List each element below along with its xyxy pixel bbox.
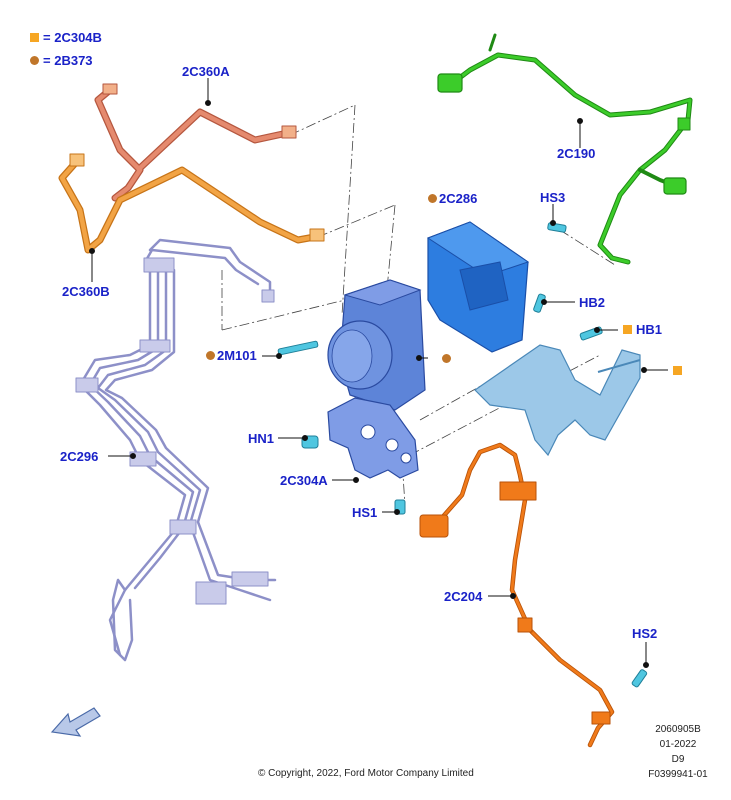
callout-2C286-dot [428,194,437,203]
alignment-lines [221,104,616,506]
legend-equals: = [43,30,51,45]
callout-2C360B: 2C360B [62,284,110,299]
legend-square-swatch [30,33,39,42]
callout-bracket-square [673,366,682,375]
legend-square-entry: = 2C304B [30,30,102,45]
callout-2C296: 2C296 [60,449,99,464]
legend-equals: = [43,53,51,68]
callout-2C304A: 2C304A [280,473,328,488]
legend-dot-entry: = 2B373 [30,53,93,68]
variant-code: D9 [671,754,685,765]
abs-pump-unit [327,279,426,411]
copyright-notice: © Copyright, 2022, Ford Motor Company Li… [258,768,474,779]
callout-HB1-square [623,325,632,334]
callout-2C360A: 2C360A [182,64,230,79]
callout-2M101-dot [206,351,215,360]
callout-HB1: HB1 [636,322,663,337]
callout-2C204: 2C204 [444,589,483,604]
date-code: 01-2022 [659,739,697,750]
legend-dot-swatch [30,56,39,65]
legend-dot-code: 2B373 [54,53,93,68]
wiring-harness-2C190 [437,33,693,265]
callout-HS3: HS3 [540,190,566,205]
callout-pump-dot [442,354,451,363]
legend-square-code: 2C304B [54,30,102,45]
ref-code: 2060905B [655,724,701,735]
brake-pipe-2C360B [58,153,325,254]
bracket-assembly [474,344,641,457]
brake-pipes-2C296 [75,238,277,662]
figure-number: F0399941-01 [648,769,708,780]
sensor-harness-2C204 [419,442,615,748]
abs-module-2C286 [426,221,530,353]
brake-pipe-2C360A [94,83,297,202]
callout-2M101: 2M101 [217,348,257,363]
callout-HS1: HS1 [352,505,378,520]
direction-arrow-icon [50,707,101,737]
callout-2C190: 2C190 [557,146,596,161]
callout-HB2: HB2 [579,295,606,310]
callout-2C286: 2C286 [439,191,478,206]
bracket-2C304A [327,397,419,479]
callout-HN1: HN1 [248,431,275,446]
callout-HS2: HS2 [632,626,658,641]
leader-lines [89,78,668,668]
